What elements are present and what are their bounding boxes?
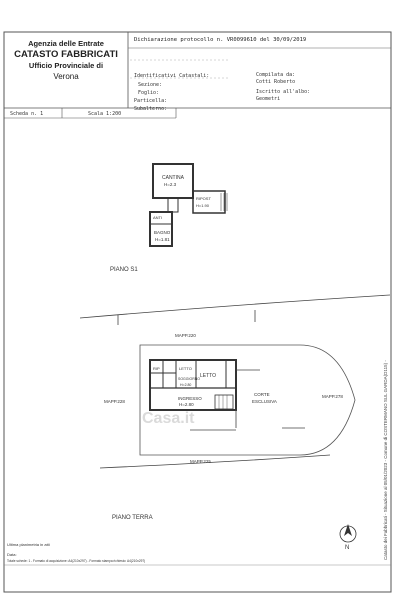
agency-name: Agenzia delle Entrate: [28, 39, 104, 48]
room-soggiorno: SOGGIORNO: [178, 377, 200, 381]
room-rip: RIP: [153, 366, 160, 371]
room-ingresso-h: H=2.80: [179, 402, 194, 407]
footer-data: Data:: [7, 552, 17, 557]
corte-label: CORTE: [254, 392, 270, 397]
piano-s1-plan: [149, 163, 228, 247]
footer-note: Totale schede: 1 - Formato di acquisizio…: [7, 559, 146, 563]
dichiarazione: Dichiarazione protocollo n. VR0099610 de…: [134, 37, 307, 43]
city: Verona: [53, 72, 79, 81]
room-letto-2: LETTO: [200, 373, 217, 379]
watermark: Casa.it: [142, 410, 195, 427]
mapp-top: MAPP.220: [175, 333, 196, 338]
catasto-title: CATASTO FABBRICATI: [14, 49, 118, 60]
side-vertical-text: Catasto dei Fabbricati - Situazione al 0…: [383, 360, 388, 560]
room-bagno: BAGNO: [154, 230, 171, 235]
room-ripost: RIPOST: [196, 196, 211, 201]
floor-label-terra: PIANO TERRA: [112, 515, 153, 521]
iscritto-val: Geometri: [256, 96, 281, 102]
north-label: N: [345, 545, 350, 551]
subalterno-label: Subalterno:: [134, 106, 168, 112]
agency-header: Agenzia delle Entrate CATASTO FABBRICATI…: [8, 38, 124, 82]
esclusiva-label: ESCLUSIVA: [252, 399, 277, 404]
piano-terra-plan: [99, 344, 356, 469]
sezione-label: Sezione:: [138, 82, 163, 88]
ultima-planimetria: Ultima planimetria in atti: [7, 542, 50, 547]
floor-label-s1: PIANO S1: [110, 267, 138, 273]
scala: Scala 1:200: [88, 111, 122, 117]
particella-label: Particella:: [134, 98, 168, 104]
room-ingresso: INGRESSO: [178, 396, 202, 401]
north-arrow: [339, 524, 357, 543]
room-ripost-h: H=1.90: [196, 203, 210, 208]
mapp-right: MAPP.278: [322, 394, 343, 399]
ufficio: Ufficio Provinciale di: [28, 61, 104, 70]
room-anti: ANTI: [153, 215, 163, 220]
room-letto-1: LETTO: [179, 366, 192, 371]
room-soggiorno-h: H=2.80: [180, 383, 192, 387]
compilata-nome: Cotti Roberto: [256, 79, 296, 85]
scheda-number: Scheda n. 1: [10, 111, 44, 117]
foglio-label: Foglio:: [138, 90, 160, 96]
room-bagno-h: H=1.81: [155, 237, 170, 242]
mapp-bottom: MAPP.225: [190, 459, 211, 464]
room-cantina: CANTINA: [162, 175, 184, 181]
compilata-label: Compilata da:: [256, 72, 296, 78]
room-cantina-h: H=2.3: [164, 182, 177, 187]
mapp-left: MAPP.228: [104, 399, 125, 404]
identificativi-label: Identificativi Catastali:: [134, 73, 210, 79]
iscritto-label: Iscritto all'albo:: [256, 89, 311, 95]
